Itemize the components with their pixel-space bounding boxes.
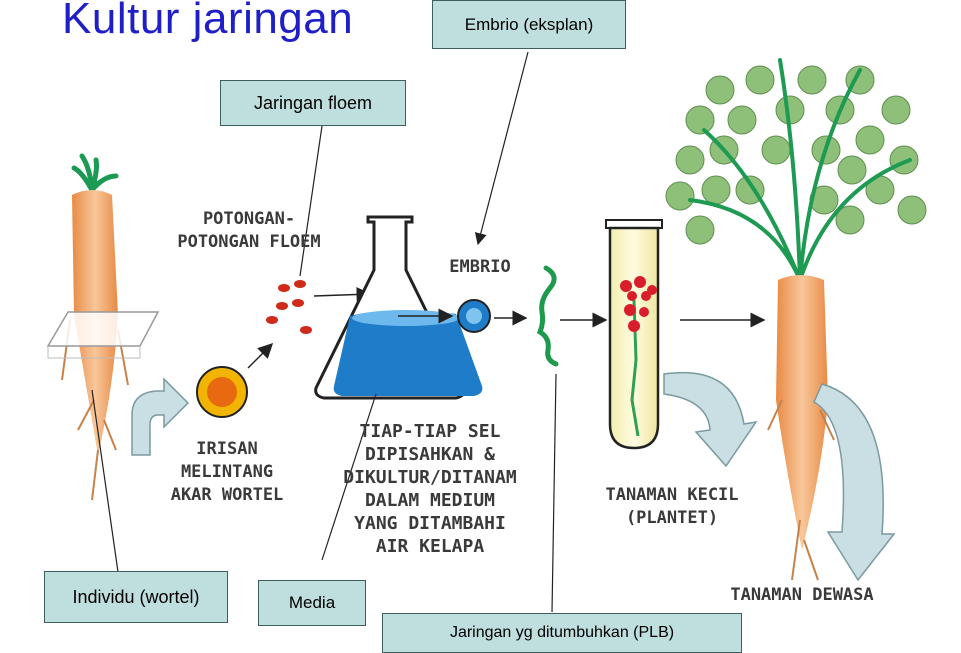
curved-arrow-tube [663, 371, 758, 468]
curved-arrow-right [813, 383, 896, 582]
floem-pieces [266, 280, 312, 334]
label-tanaman-dewasa: TANAMAN DEWASA [730, 585, 874, 605]
callout-plb: Jaringan yg ditumbuhkan (PLB) [382, 613, 742, 653]
label-tanaman-kecil: TANAMAN KECIL(PLANTET) [605, 485, 739, 528]
callout-individu: Individu (wortel) [44, 571, 228, 623]
mature-carrot [665, 58, 927, 581]
erlenmeyer-flask [314, 215, 483, 400]
callout-embrio-eksplan: Embrio (eksplan) [432, 0, 626, 49]
test-tube-plantlet [605, 219, 663, 450]
callout-jaringan-floem: Jaringan floem [220, 80, 406, 126]
label-embrio: EMBRIO [449, 257, 511, 277]
embryo-cell [457, 299, 491, 333]
carrot-individual [46, 153, 160, 501]
page-title: Kultur jaringan [62, 0, 354, 43]
callout-media: Media [258, 580, 366, 626]
label-potongan-floem: POTONGAN-POTONGAN FLOEM [177, 209, 321, 252]
plb-tissue [536, 265, 559, 367]
curved-arrow-left [131, 377, 190, 456]
callout-pointers [91, 51, 557, 613]
cross-section-disk [196, 342, 274, 418]
